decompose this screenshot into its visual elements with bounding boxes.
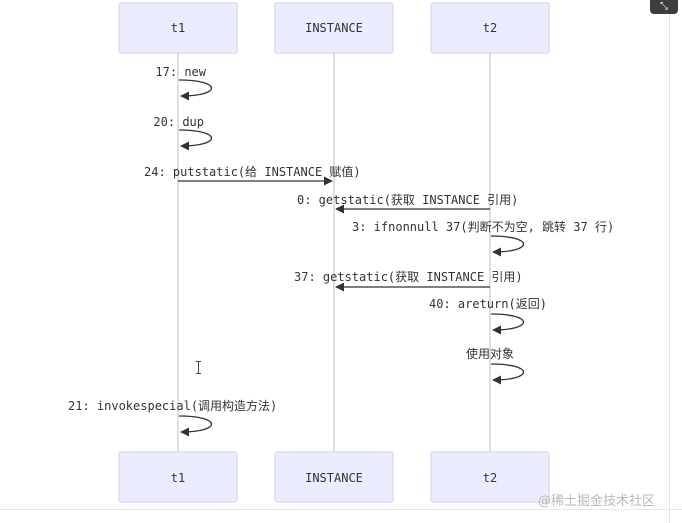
message-label-areturn: 40: areturn(返回) — [429, 297, 547, 311]
bottom-border — [0, 509, 682, 510]
message-label-dup: 20: dup — [153, 115, 204, 129]
actor-t2-top[interactable]: t2 — [430, 2, 550, 54]
actor-t2-top-label: t2 — [483, 21, 497, 35]
actor-t1-top[interactable]: t1 — [118, 2, 238, 54]
actor-t2-bottom[interactable]: t2 — [430, 451, 550, 503]
watermark: @稀土掘金技术社区 — [538, 494, 656, 509]
message-label-invokespecial: 21: invokespecial(调用构造方法) — [68, 398, 277, 413]
right-border — [669, 0, 670, 523]
actor-instance-bottom-label: INSTANCE — [305, 471, 363, 485]
self-loop-new — [178, 79, 213, 101]
self-loop-invokespecial — [178, 415, 213, 437]
message-label-ifnonnull: 3: ifnonnull 37(判断不为空, 跳转 37 行) — [352, 219, 614, 234]
message-label-use-object: 使用对象 — [466, 346, 514, 361]
message-label-new: 17: new — [155, 65, 206, 79]
self-loop-areturn — [490, 313, 525, 335]
message-label-putstatic: 24: putstatic(给 INSTANCE 赋值) — [144, 164, 361, 179]
actor-t1-bottom-label: t1 — [171, 471, 185, 485]
self-loop-use-object — [490, 363, 525, 385]
actor-t2-bottom-label: t2 — [483, 471, 497, 485]
expand-icon[interactable]: ⤡ — [650, 0, 678, 14]
actor-instance-top[interactable]: INSTANCE — [274, 2, 394, 54]
message-label-getstatic-0: 0: getstatic(获取 INSTANCE 引用) — [297, 193, 518, 207]
actor-instance-bottom[interactable]: INSTANCE — [274, 451, 394, 503]
self-loop-ifnonnull — [490, 235, 525, 257]
message-label-getstatic-37: 37: getstatic(获取 INSTANCE 引用) — [294, 270, 523, 284]
actor-t1-bottom[interactable]: t1 — [118, 451, 238, 503]
actor-t1-top-label: t1 — [171, 21, 185, 35]
self-loop-dup — [178, 129, 213, 151]
text-cursor-icon — [195, 361, 203, 374]
actor-instance-top-label: INSTANCE — [305, 21, 363, 35]
